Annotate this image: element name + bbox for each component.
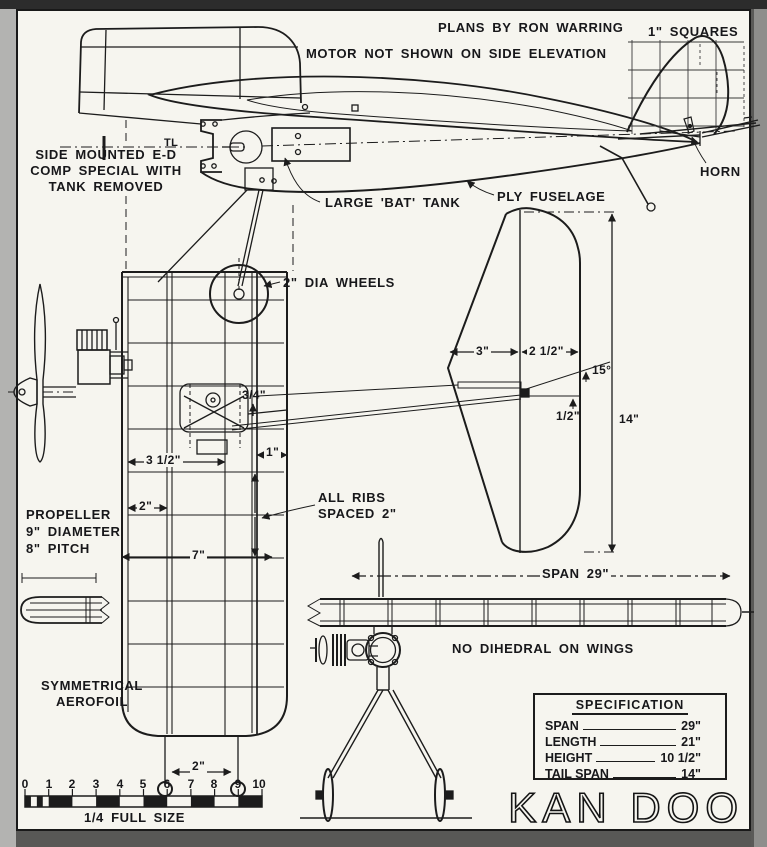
dim-spar-position: 3 1/2" bbox=[144, 453, 183, 467]
propeller-line2: 9" DIAMETER bbox=[26, 524, 121, 539]
spec-label: SPAN bbox=[545, 719, 579, 733]
ruler-number-4: 4 bbox=[116, 777, 124, 791]
spec-label: HEIGHT bbox=[545, 751, 593, 765]
dim-spar-offset: 3/4" bbox=[242, 388, 266, 402]
wing-front-view bbox=[306, 572, 754, 627]
ply-fuselage-label: PLY FUSELAGE bbox=[497, 189, 606, 204]
ruler-number-8: 8 bbox=[210, 777, 218, 791]
ruler-number-3: 3 bbox=[92, 777, 100, 791]
plan-title: KAN DOO bbox=[508, 784, 744, 831]
propeller-line1: PROPELLER bbox=[26, 507, 111, 522]
dim-tail-chord-rear: 2 1/2" bbox=[527, 344, 566, 358]
spec-value: 14" bbox=[681, 767, 701, 781]
spec-value: 21" bbox=[681, 735, 701, 749]
spec-row-height: HEIGHT 10 1/2" bbox=[545, 751, 715, 765]
aerofoil-line2: AEROFOIL bbox=[56, 694, 128, 709]
ribs-line2: SPACED 2" bbox=[318, 506, 397, 521]
frame-top bbox=[0, 0, 767, 9]
ribs-line1: ALL RIBS bbox=[318, 490, 386, 505]
spec-leader bbox=[596, 761, 656, 762]
ruler-number-2: 2 bbox=[68, 777, 76, 791]
credit-label: PLANS BY RON WARRING bbox=[438, 20, 624, 35]
ruler-number-1: 1 bbox=[45, 777, 53, 791]
frame-left bbox=[0, 9, 16, 847]
wing-plan bbox=[8, 271, 530, 797]
dim-te-width: 1" bbox=[264, 445, 282, 459]
span-dim-label: SPAN 29" bbox=[540, 566, 612, 581]
dim-rib-spacing: 2" bbox=[137, 499, 155, 513]
spec-leader bbox=[582, 729, 677, 730]
dim-wing-chord: 7" bbox=[190, 548, 208, 562]
ruler-caption: 1/4 FULL SIZE bbox=[84, 810, 185, 825]
frame-right bbox=[751, 9, 767, 847]
frame-bottom bbox=[16, 831, 751, 847]
spec-value: 29" bbox=[681, 719, 701, 733]
dim-dowel-spacing: 2" bbox=[190, 759, 208, 773]
dim-tail-span: 14" bbox=[619, 412, 640, 426]
side-elevation bbox=[60, 26, 761, 324]
spec-label: LENGTH bbox=[545, 735, 597, 749]
squares-note-label: 1" SQUARES bbox=[648, 24, 739, 39]
dim-elevator-angle: 15° bbox=[592, 363, 612, 377]
tank-label: LARGE 'BAT' TANK bbox=[325, 195, 461, 210]
ruler-number-7: 7 bbox=[187, 777, 195, 791]
engine-mount-line1: SIDE MOUNTED E-D bbox=[35, 147, 177, 162]
scale-bar bbox=[24, 789, 263, 808]
propeller-detail bbox=[20, 573, 110, 624]
motor-note-label: MOTOR NOT SHOWN ON SIDE ELEVATION bbox=[306, 46, 607, 61]
ruler-number-9: 9 bbox=[234, 777, 242, 791]
ruler-number-5: 5 bbox=[139, 777, 147, 791]
spec-leader bbox=[600, 745, 677, 746]
engine-mount-line2: COMP SPECIAL WITH bbox=[30, 163, 182, 178]
ribs-note: ALL RIBS SPACED 2" bbox=[318, 490, 397, 522]
engine-mount-line3: TANK REMOVED bbox=[48, 179, 164, 194]
propeller-note: PROPELLER 9" DIAMETER 8" PITCH bbox=[26, 506, 121, 557]
spec-value: 10 1/2" bbox=[660, 751, 701, 765]
aerofoil-line1: SYMMETRICAL bbox=[41, 678, 143, 693]
wheels-label: 2" DIA WHEELS bbox=[283, 275, 395, 290]
front-view bbox=[300, 537, 472, 822]
spec-row-span: SPAN 29" bbox=[545, 719, 715, 733]
horn-label: HORN bbox=[700, 164, 741, 179]
dim-elevator-offset: 1/2" bbox=[556, 409, 580, 423]
engine-mount-note: SIDE MOUNTED E-D COMP SPECIAL WITH TANK … bbox=[18, 147, 194, 195]
spec-leader bbox=[612, 777, 677, 778]
spec-row-length: LENGTH 21" bbox=[545, 735, 715, 749]
propeller-line3: 8" PITCH bbox=[26, 541, 90, 556]
ruler-number-0: 0 bbox=[21, 777, 29, 791]
thrust-line-label: TL bbox=[164, 137, 179, 149]
tailplane-plan bbox=[446, 207, 618, 553]
leader-lines bbox=[261, 136, 707, 520]
specification-title: SPECIFICATION bbox=[571, 698, 689, 715]
specification-box: SPECIFICATION SPAN 29" LENGTH 21" HEIGHT… bbox=[533, 693, 727, 781]
no-dihedral-label: NO DIHEDRAL ON WINGS bbox=[452, 641, 634, 656]
spec-label: TAIL SPAN bbox=[545, 767, 609, 781]
ruler-number-10: 10 bbox=[252, 777, 266, 791]
aerofoil-note: SYMMETRICAL AEROFOIL bbox=[12, 678, 172, 710]
ruler-number-6: 6 bbox=[163, 777, 171, 791]
spec-row-tail-span: TAIL SPAN 14" bbox=[545, 767, 715, 781]
dim-tail-chord-front: 3" bbox=[474, 344, 492, 358]
